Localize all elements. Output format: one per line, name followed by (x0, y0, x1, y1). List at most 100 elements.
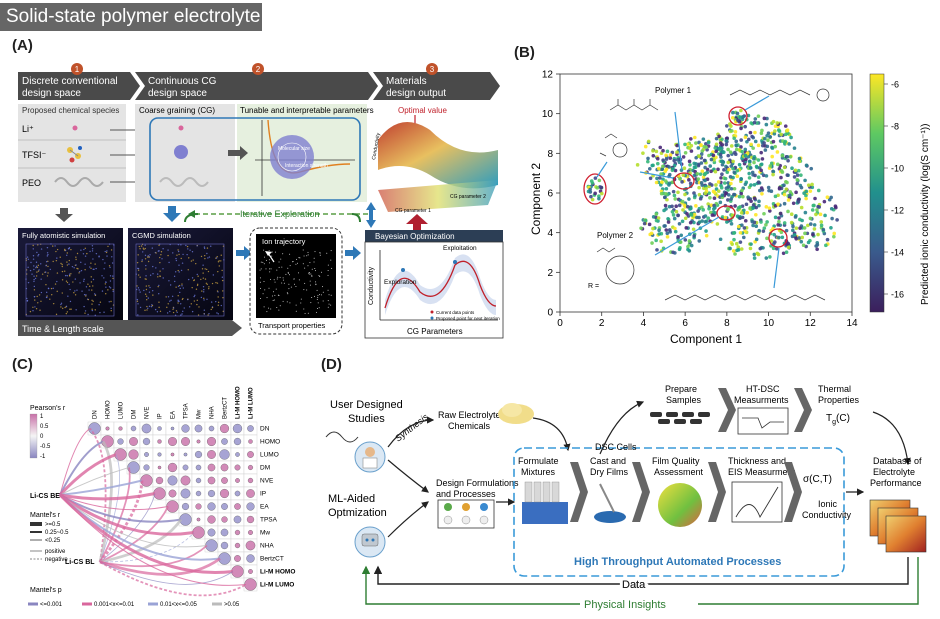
scatter-point (776, 235, 781, 240)
sim-particle (105, 286, 107, 288)
sim-particle (140, 245, 143, 247)
corr-cell (205, 539, 218, 552)
scatter-point (712, 190, 717, 195)
trajectory-point (289, 274, 291, 276)
film-quality-label-2: Assessment (654, 467, 704, 477)
sim-particle (191, 310, 194, 313)
figure-banner: Solid-state polymer electrolyte (0, 3, 262, 31)
scatter-point (659, 172, 663, 176)
corr-cell (192, 526, 205, 539)
sim-particle (60, 302, 63, 304)
trajectory-point (315, 284, 317, 286)
sim-particle (145, 295, 148, 298)
sim-particle (179, 287, 181, 290)
corr-cell (166, 500, 179, 513)
corr-cell (219, 488, 230, 499)
sim-particle (210, 301, 213, 303)
sim-particle (200, 278, 202, 281)
data-label: Data (622, 579, 646, 591)
scatter-point (764, 174, 769, 178)
scatter-point (665, 149, 670, 154)
sim-particle (85, 286, 88, 288)
sim-particle (158, 250, 160, 252)
trajectory-point (319, 252, 321, 254)
trajectory-point (270, 308, 272, 310)
scatter-point (696, 146, 701, 150)
scatter-point (789, 220, 794, 225)
scatter-point (780, 235, 785, 240)
sim-particle (137, 269, 140, 271)
b-xlabel: Component 1 (670, 332, 742, 346)
corr-col-header: Li-M LUMO (249, 387, 255, 419)
scatter-point (709, 157, 714, 162)
sim-particle (196, 245, 198, 247)
corr-cell (233, 515, 242, 524)
trajectory-point (303, 289, 305, 291)
sim-particle (191, 277, 194, 279)
scatter-point (730, 115, 735, 120)
trajectory-point (268, 250, 270, 252)
sim-particle (61, 292, 63, 294)
corr-cell (221, 438, 228, 445)
corr-cell (179, 513, 192, 526)
sim-particle (145, 288, 148, 291)
sim-particle (69, 308, 71, 310)
sim-particle (216, 282, 219, 284)
scatter-point (726, 185, 731, 189)
sim-particle (32, 248, 34, 250)
scatter-point (711, 153, 716, 158)
sim-particle (75, 258, 77, 261)
sim-particle (152, 273, 154, 275)
b-ylabel: Component 2 (529, 163, 543, 235)
scatter-point (739, 108, 743, 113)
scatter-point (794, 226, 799, 230)
mantel-link (59, 428, 91, 496)
mantel-p-4: >0.05 (224, 602, 240, 608)
scatter-point (735, 174, 740, 179)
corr-cell (245, 540, 256, 551)
corr-cell (232, 423, 243, 434)
db-label-3: Performance (870, 478, 922, 488)
scatter-point (791, 224, 795, 229)
sim-particle (82, 253, 85, 255)
b-xtick: 14 (846, 318, 858, 329)
sim-particle (210, 308, 212, 311)
scatter-point (762, 211, 766, 216)
corr-col-header: HOMO (106, 400, 112, 419)
sim-particle (47, 254, 49, 256)
param-subtitle: Tunable and interpretable parameters (240, 106, 374, 115)
sim-particle (94, 263, 96, 265)
sim-particle (70, 248, 72, 251)
scatter-point (664, 153, 668, 158)
scatter-point (659, 191, 664, 196)
transport-label: Transport properties (258, 321, 326, 330)
sim-particle (112, 277, 114, 280)
b-xtick: 0 (557, 318, 563, 329)
corr-cell (233, 437, 242, 446)
polymer-left-structure-icon (599, 133, 628, 158)
scatter-point (729, 197, 733, 201)
trajectory-point (259, 277, 261, 279)
scatter-point (693, 193, 697, 198)
scatter-point (683, 238, 688, 242)
sim-particle (202, 277, 205, 279)
sim-particle (137, 314, 139, 316)
scatter-point (655, 248, 659, 252)
sim-particle (105, 251, 108, 254)
scatter-point (724, 138, 729, 143)
trajectory-point (330, 294, 332, 296)
sim-particle (26, 297, 28, 300)
corr-cell (234, 529, 241, 536)
scatter-point (739, 145, 743, 149)
sim-particle (138, 245, 141, 248)
trajectory-point (294, 283, 296, 285)
trajectory-point (268, 262, 270, 264)
corr-cell (221, 477, 228, 484)
scatter-point (799, 205, 804, 210)
corr-cell (194, 424, 203, 433)
scatter-point (773, 240, 777, 244)
trajectory-point (289, 253, 291, 255)
sim-particle (139, 248, 141, 250)
trajectory-point (276, 269, 278, 271)
user-designed-label: User Designed (330, 399, 403, 411)
